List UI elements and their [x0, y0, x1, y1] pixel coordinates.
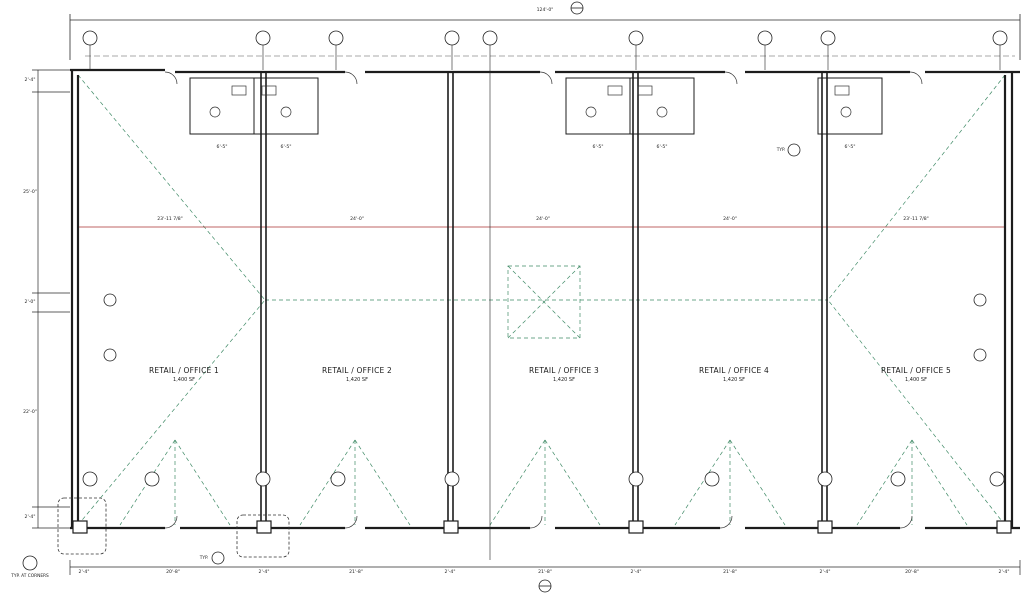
bottom-span-3: 2'-4": [258, 570, 270, 575]
mid-span-3: 24'-0": [536, 217, 550, 222]
typ-note-bottom: TYP.: [199, 556, 209, 561]
callout-boxes: [57, 497, 290, 558]
bottom-span-4: 21'-8": [349, 570, 363, 575]
bottom-span-9: 2'-4": [819, 570, 831, 575]
restroom-dim-2: 6'-5": [280, 145, 292, 150]
room-5-name: RETAIL / OFFICE 5: [880, 366, 952, 375]
mid-span-1: 23'-11 7/8": [157, 217, 183, 222]
bottom-span-8: 21'-8": [723, 570, 737, 575]
demising-walls: [260, 72, 828, 528]
typ-corners-note: TYP. AT CORNERS: [11, 574, 49, 579]
mid-span-4: 24'-0": [723, 217, 737, 222]
room-1-name: RETAIL / OFFICE 1: [148, 366, 220, 375]
bottom-section-marker: [538, 579, 552, 593]
restroom-dim-4: 6'-5": [656, 145, 668, 150]
bottom-span-1: 2'-4": [78, 570, 90, 575]
restroom-fixtures: [209, 85, 852, 118]
left-dim-2: 25'-0": [23, 190, 37, 195]
bottom-span-7: 2'-4": [630, 570, 642, 575]
room-4-area: 1,420 SF: [723, 377, 745, 383]
restroom-dim-3: 6'-5": [592, 145, 604, 150]
left-dim-1: 2'-4": [24, 78, 36, 83]
overall-dimension: 124'-0": [536, 8, 554, 13]
door-swings: [164, 71, 923, 529]
room-5-area: 1,400 SF: [905, 377, 927, 383]
room-3-name: RETAIL / OFFICE 3: [528, 366, 600, 375]
bottom-span-10: 20'-8": [905, 570, 919, 575]
grid-bubble-leaders: [89, 45, 1001, 560]
column-pads: [72, 520, 1012, 534]
restroom-dim-5: 6'-5": [844, 145, 856, 150]
room-4-name: RETAIL / OFFICE 4: [698, 366, 770, 375]
left-dim-4: 22'-0": [23, 410, 37, 415]
left-dim-5: 2'-4": [24, 515, 36, 520]
bottom-span-5: 2'-4": [444, 570, 456, 575]
top-section-marker: [570, 1, 584, 15]
restroom-dim-1: 6'-5": [216, 145, 228, 150]
typ-note-top: TYP.: [776, 148, 786, 153]
grid-bubbles: [82, 30, 1008, 487]
mid-span-2: 24'-0": [350, 217, 364, 222]
restroom-blocks: [189, 77, 883, 135]
bottom-span-11: 2'-4": [998, 570, 1010, 575]
exterior-walls: [70, 68, 1020, 530]
room-3-area: 1,420 SF: [553, 377, 575, 383]
top-dimension-line: [69, 14, 1021, 60]
bottom-dimension-line: [69, 560, 1021, 575]
mid-span-5: 23'-11 7/8": [903, 217, 929, 222]
left-dimension-line: [32, 69, 70, 529]
green-guide-lines: [77, 74, 1006, 526]
left-dim-3: 2'-0": [24, 300, 36, 305]
room-1-area: 1,400 SF: [173, 377, 195, 383]
room-2-name: RETAIL / OFFICE 2: [321, 366, 393, 375]
detail-marker-corners: [22, 143, 801, 571]
bottom-span-6: 21'-8": [538, 570, 552, 575]
room-2-area: 1,420 SF: [346, 377, 368, 383]
bottom-span-2: 20'-8": [166, 570, 180, 575]
